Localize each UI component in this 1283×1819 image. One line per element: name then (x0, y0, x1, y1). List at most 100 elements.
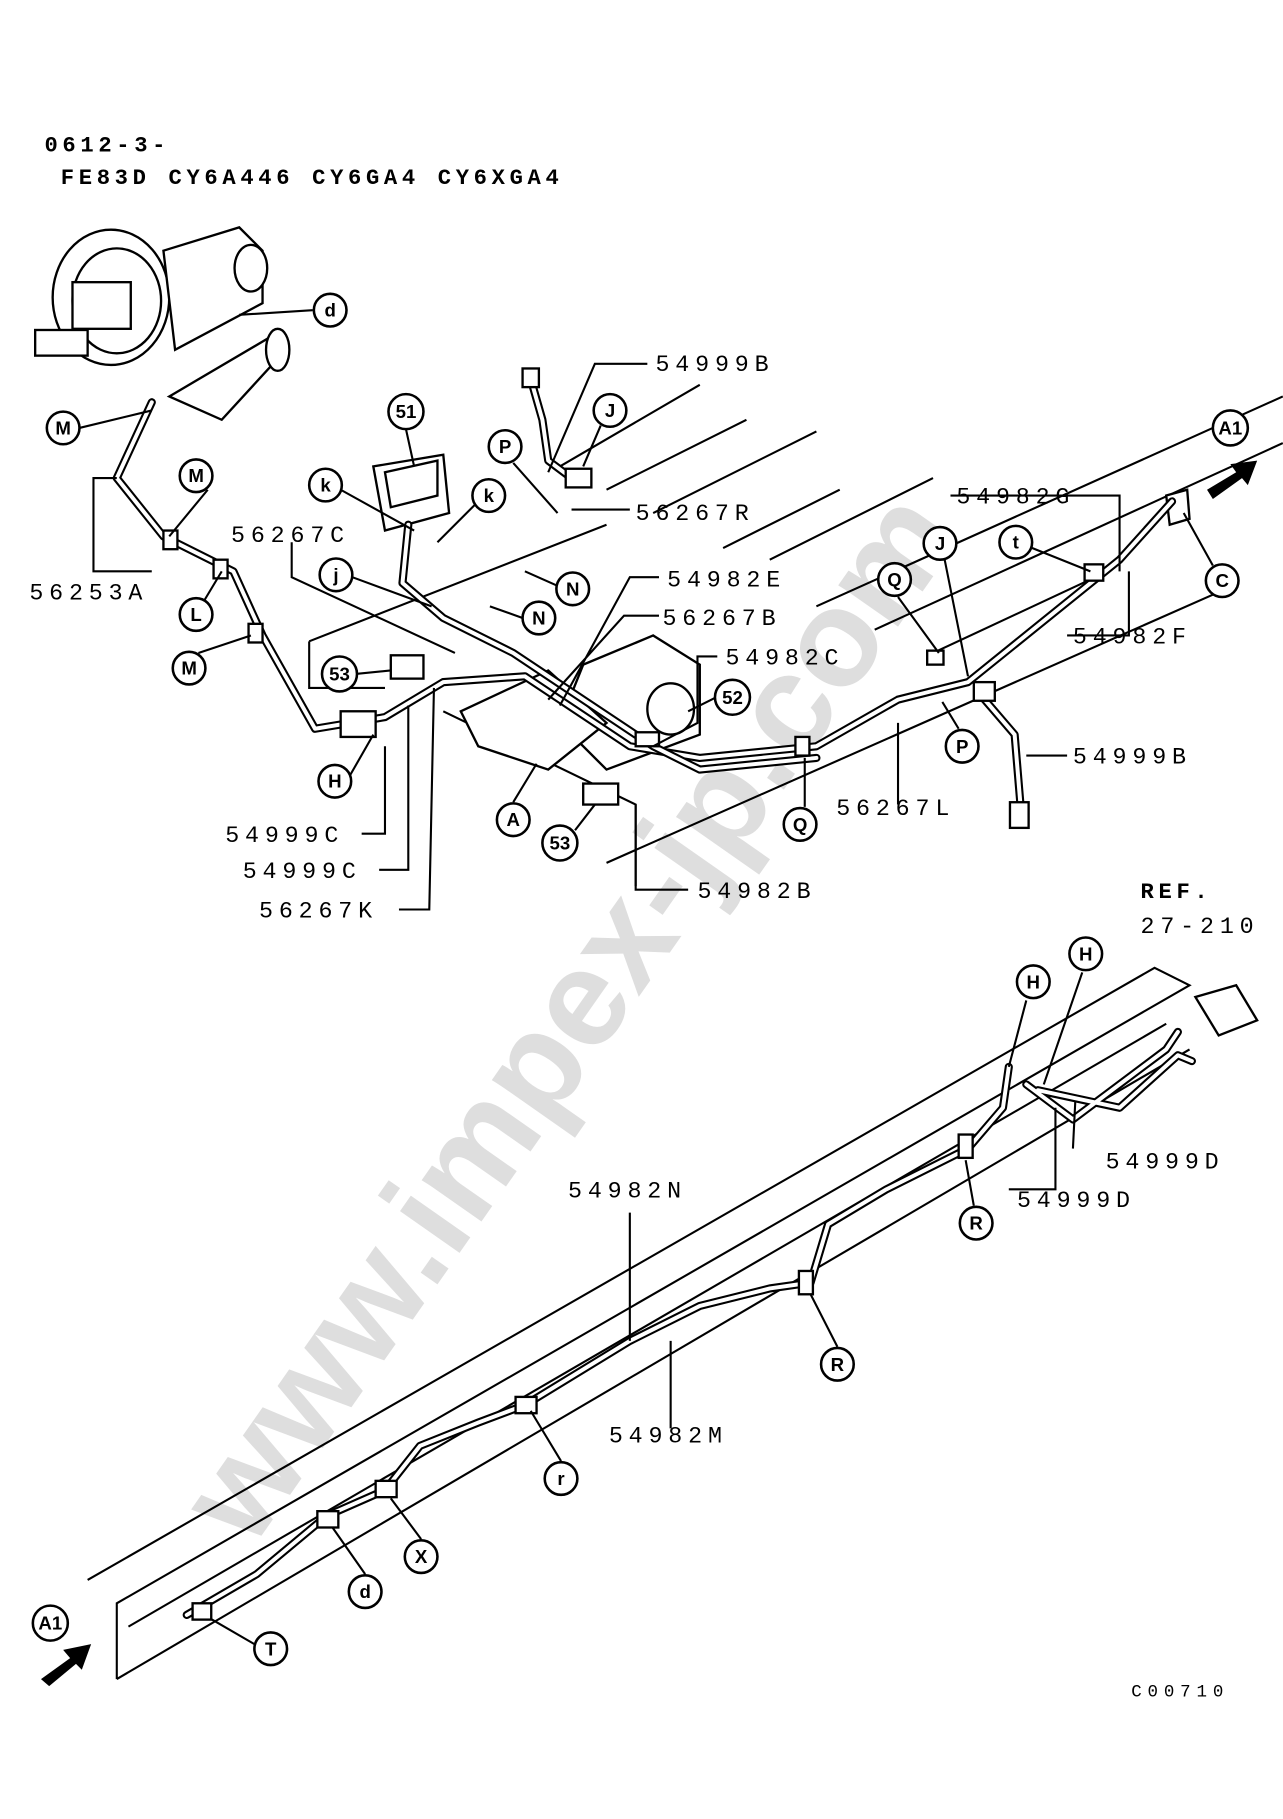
part-number[interactable]: 54982M (609, 1424, 728, 1450)
callout[interactable]: j (318, 557, 354, 593)
callout[interactable]: X (403, 1539, 439, 1575)
callout[interactable]: t (998, 524, 1034, 560)
watermark: www.impex-jp.com (149, 463, 988, 1569)
brake-booster (34, 226, 291, 422)
callout[interactable]: P (944, 728, 980, 764)
callout[interactable]: L (178, 596, 214, 633)
part-number[interactable]: 54999D (1017, 1189, 1136, 1215)
callout[interactable]: H (317, 763, 353, 799)
svg-text:A1: A1 (1218, 417, 1242, 438)
svg-text:J: J (935, 533, 945, 554)
part-number[interactable]: 54999D (1106, 1150, 1225, 1176)
callout-bubbles: d M J 51 P k k M N j N L M 53 52 H A 53 … (31, 292, 1250, 1667)
part-number-labels: 54999B 56267R 54982E 56267B 54982C 54982… (29, 353, 1260, 1703)
part-number[interactable]: 54999B (1073, 746, 1192, 772)
callout[interactable]: M (171, 650, 207, 686)
part-number[interactable]: 56267C (231, 524, 350, 550)
callout[interactable]: M (45, 410, 81, 446)
svg-text:H: H (1079, 943, 1092, 964)
part-number[interactable]: 54982F (1073, 626, 1192, 652)
svg-text:j: j (332, 564, 338, 585)
brake-tubes-upper (112, 367, 1177, 830)
svg-text:M: M (55, 417, 71, 438)
svg-text:P: P (499, 436, 511, 457)
callout[interactable]: A1 (31, 1604, 70, 1642)
svg-text:L: L (190, 604, 201, 625)
callout[interactable]: r (543, 1460, 579, 1497)
leader-lines (79, 309, 1214, 1646)
part-number[interactable]: 54982E (667, 569, 786, 595)
svg-text:H: H (1027, 971, 1040, 992)
svg-text:C: C (1215, 570, 1228, 591)
callout[interactable]: 53 (320, 655, 359, 693)
part-number[interactable]: 54982C (725, 647, 844, 673)
callout[interactable]: A (495, 802, 531, 838)
callout[interactable]: H (1068, 936, 1104, 972)
part-number[interactable]: 56267R (636, 502, 755, 528)
callout[interactable]: J (592, 392, 628, 429)
callout[interactable]: R (958, 1205, 994, 1241)
callout[interactable]: N (521, 600, 557, 636)
svg-text:53: 53 (329, 663, 350, 684)
drawing-code: C00710 (1131, 1683, 1229, 1703)
svg-text:t: t (1013, 532, 1019, 553)
part-number[interactable]: 56267B (662, 607, 781, 633)
svg-text:H: H (328, 771, 341, 792)
arrow-right-icon (1207, 460, 1258, 500)
svg-text:Q: Q (793, 814, 808, 835)
svg-text:R: R (831, 1354, 845, 1375)
svg-text:53: 53 (550, 833, 571, 854)
callout[interactable]: 52 (713, 678, 752, 717)
svg-text:N: N (566, 578, 579, 599)
callout[interactable]: R (819, 1346, 855, 1382)
callout[interactable]: d (312, 292, 348, 328)
part-number[interactable]: 54982B (697, 880, 816, 906)
svg-text:r: r (557, 1468, 564, 1489)
svg-text:k: k (484, 485, 495, 506)
part-number[interactable]: 54982G (956, 486, 1075, 512)
callout[interactable]: Q (782, 806, 818, 842)
svg-text:T: T (265, 1638, 277, 1659)
callout[interactable]: 53 (541, 824, 579, 862)
callout[interactable]: C (1204, 563, 1240, 599)
frame-rail-lower (87, 966, 1259, 1680)
callout[interactable]: H (1015, 964, 1051, 1000)
reference-label: REF. (1141, 880, 1213, 905)
part-number[interactable]: 56267K (259, 900, 378, 926)
diagram-code: 0612-3- (44, 134, 170, 159)
callout[interactable]: k (471, 477, 507, 514)
callout[interactable]: M (178, 458, 214, 494)
svg-text:X: X (415, 1546, 428, 1567)
svg-text:P: P (956, 736, 968, 757)
arrow-right-icon (40, 1644, 92, 1687)
callout[interactable]: 51 (387, 392, 425, 431)
callout[interactable]: T (253, 1631, 289, 1667)
svg-text:M: M (188, 465, 204, 486)
callout[interactable]: A1 (1211, 409, 1250, 447)
reference-number[interactable]: 27-210 (1141, 915, 1260, 941)
callout[interactable]: P (487, 428, 523, 465)
svg-text:M: M (181, 658, 197, 679)
part-number[interactable]: 54999C (225, 824, 344, 850)
svg-text:d: d (324, 300, 335, 321)
callout[interactable]: N (555, 571, 591, 607)
part-number[interactable]: 56267L (836, 797, 955, 823)
part-number[interactable]: 54999B (655, 353, 774, 379)
callout[interactable]: d (347, 1574, 383, 1610)
svg-text:A1: A1 (38, 1613, 62, 1634)
svg-text:52: 52 (722, 687, 743, 708)
svg-text:d: d (359, 1581, 370, 1602)
part-number[interactable]: 54999C (243, 860, 362, 886)
callout[interactable]: Q (876, 561, 913, 598)
svg-text:k: k (320, 475, 331, 496)
callout[interactable]: k (307, 467, 344, 503)
svg-text:N: N (532, 607, 545, 628)
part-number[interactable]: 56253A (29, 581, 148, 607)
svg-text:Q: Q (887, 569, 902, 590)
model-codes: FE83D CY6A446 CY6GA4 CY6XGA4 (61, 166, 564, 191)
part-number[interactable]: 54982N (568, 1180, 687, 1206)
svg-text:A: A (507, 809, 520, 830)
svg-text:J: J (605, 400, 615, 421)
callout[interactable]: J (922, 525, 958, 561)
